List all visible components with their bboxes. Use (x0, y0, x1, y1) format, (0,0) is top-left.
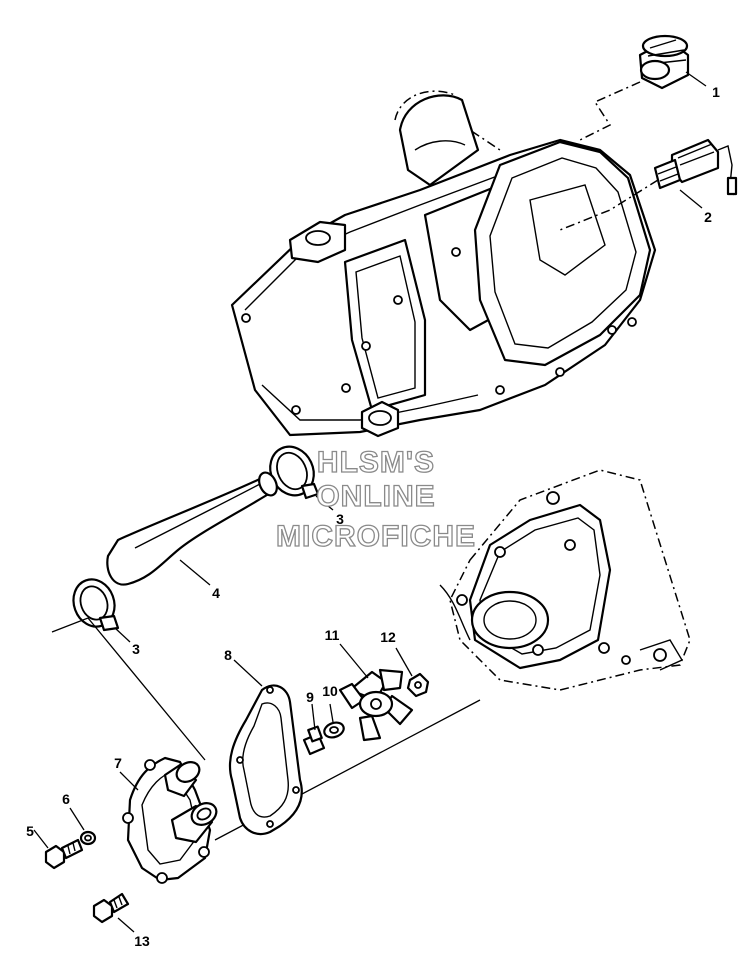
leader-11 (339, 643, 369, 679)
leader-7 (119, 771, 139, 791)
pump-gasket-part-8 (228, 684, 303, 836)
washer-part-10 (323, 721, 345, 739)
washer-part-6 (79, 830, 97, 846)
bolt-part-13 (92, 892, 130, 924)
callout-5: 5 (26, 823, 34, 839)
callout-2: 2 (704, 209, 712, 225)
cylinder-head-assembly (230, 90, 657, 438)
callout-11: 11 (325, 627, 340, 643)
leader-4 (179, 559, 211, 586)
leader-1 (685, 71, 707, 87)
bolt-part-5 (44, 838, 84, 870)
callout-labels: 1 2 3 4 3 8 11 12 9 10 7 6 5 13 (26, 84, 720, 949)
leader-9 (311, 703, 316, 731)
callout-7: 7 (114, 755, 122, 771)
callout-9: 9 (306, 689, 314, 705)
leader-5 (33, 829, 49, 849)
thermostat-cap-part-1 (638, 34, 690, 90)
leader-3b (114, 627, 131, 643)
impeller-part-11 (338, 668, 414, 742)
callout-8: 8 (224, 647, 232, 663)
callout-12: 12 (380, 629, 396, 645)
leader-13 (117, 917, 135, 933)
callout-3-lower: 3 (132, 641, 140, 657)
drain-bolt-part-9 (302, 725, 326, 756)
hose-clamp-upper-part-3 (269, 445, 320, 500)
leader-12 (395, 647, 413, 677)
watermark-line-3: MICROFICHE (276, 520, 476, 553)
hose-clamp-lower-part-3 (72, 578, 120, 632)
water-pump-cover-part-7 (122, 756, 218, 884)
nut-part-12 (406, 672, 430, 698)
dash-line-part-1 (579, 81, 641, 141)
callout-4: 4 (212, 585, 220, 601)
watermark-line-1: HLSM'S (317, 446, 435, 479)
watermark-line-2: ONLINE (316, 480, 435, 513)
leader-6 (69, 807, 85, 831)
crankcase-assembly (439, 469, 691, 691)
callout-1: 1 (712, 84, 720, 100)
callout-10: 10 (322, 683, 338, 699)
assembly-line-clamp-to-pump (51, 617, 206, 761)
coolant-hose-part-4 (106, 471, 278, 586)
leader-8 (233, 659, 263, 687)
leader-3a (315, 495, 334, 511)
watermark: HLSM'S ONLINE MICROFICHE (275, 445, 476, 553)
callout-13: 13 (134, 933, 150, 949)
temperature-sensor-part-2 (653, 138, 738, 196)
leader-10 (329, 703, 334, 723)
leader-2 (679, 189, 703, 209)
callout-6: 6 (62, 791, 70, 807)
callout-3-upper: 3 (336, 511, 344, 527)
